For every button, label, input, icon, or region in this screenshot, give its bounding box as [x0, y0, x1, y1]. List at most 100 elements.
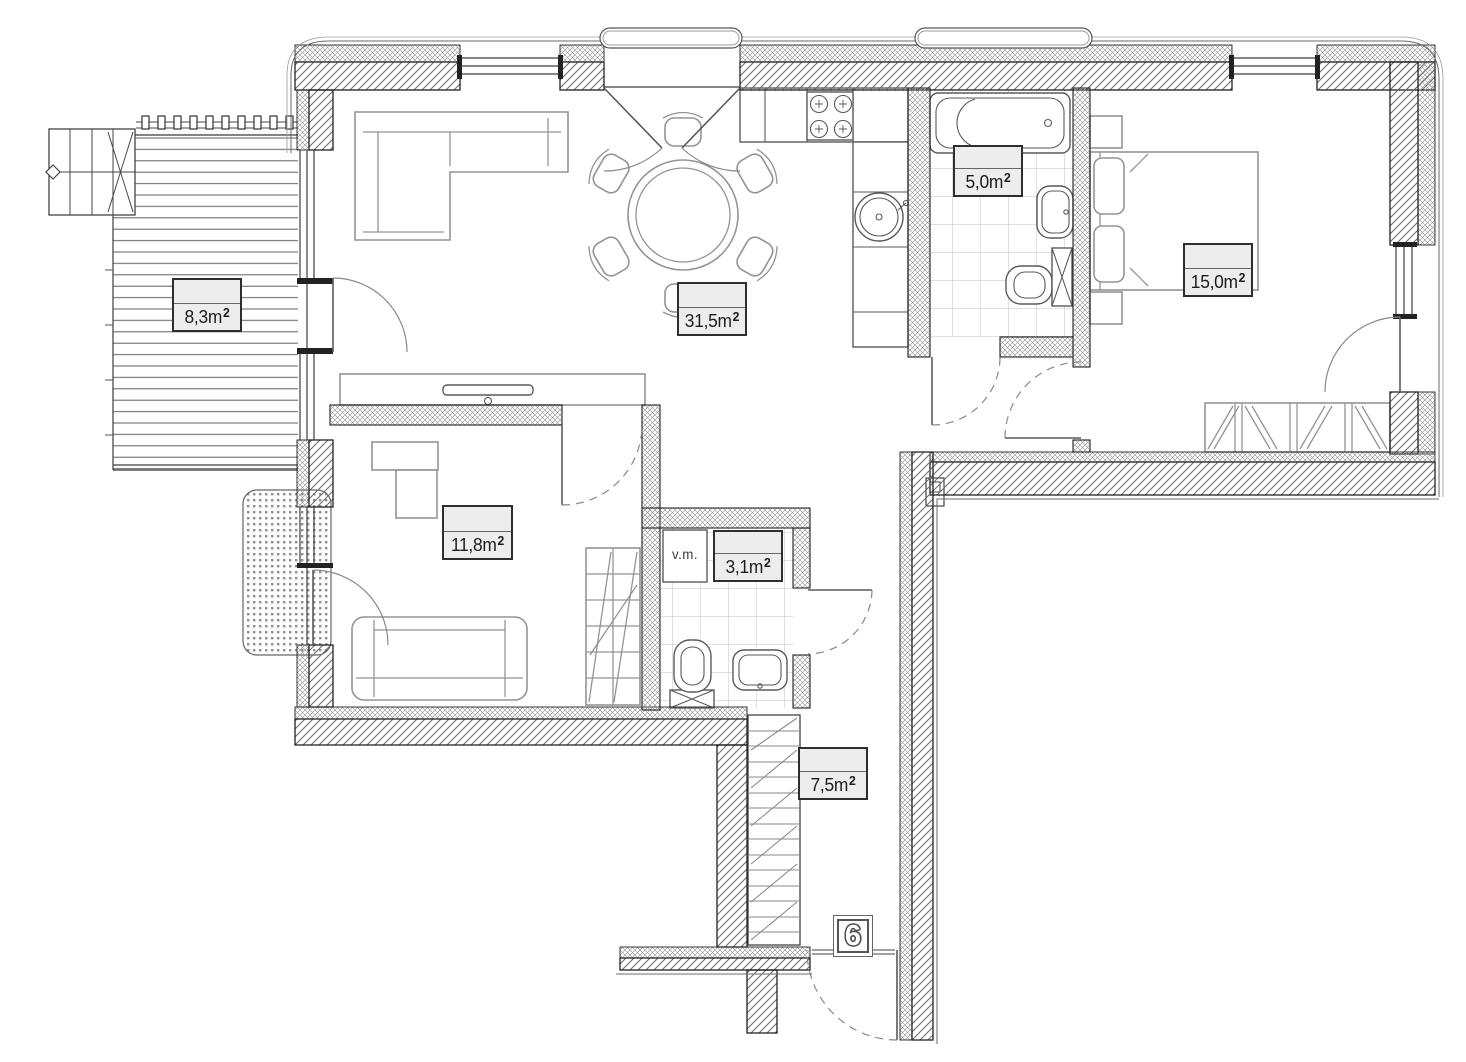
- wc-toilet: [669, 639, 715, 709]
- wardrobe-hangers: [1207, 403, 1388, 452]
- sectional-sofa: [354, 111, 569, 241]
- windows: [299, 55, 1417, 645]
- area-superscript: 2: [848, 772, 856, 788]
- desk: [371, 441, 439, 471]
- area-value: 15,0m: [1190, 271, 1238, 292]
- pillow: [1093, 157, 1125, 215]
- living-room: [339, 111, 778, 406]
- bathtub-drain: [1043, 118, 1053, 128]
- sink-tap: [897, 202, 907, 211]
- tv-sideboard: [339, 373, 646, 406]
- door-entry: [806, 949, 898, 1041]
- facade-trim: [286, 27, 1444, 1044]
- bedroom-large: [1089, 115, 1391, 453]
- window-awning: [914, 27, 1093, 49]
- wc: [662, 529, 788, 709]
- apartment-number-badge: 6: [833, 915, 873, 957]
- area-label-name-cell: [444, 507, 511, 532]
- window-mullion: [297, 348, 333, 354]
- window-mullion: [297, 563, 333, 568]
- door-bathroom: [931, 356, 1001, 426]
- bedroom-small: [351, 441, 641, 706]
- area-value: 5,0m: [965, 171, 1004, 192]
- double-bed: [1089, 151, 1259, 291]
- area-value: 31,5m: [684, 310, 732, 331]
- doors: [312, 86, 1401, 1041]
- window-left-living: [299, 150, 315, 440]
- stair-walkline-marker: [45, 164, 61, 180]
- area-label-name-cell: [679, 284, 745, 308]
- wardrobe: [1204, 402, 1391, 453]
- kitchen-counter-side: [852, 141, 909, 348]
- area-label-name-cell: [174, 280, 240, 304]
- door-balcony-living: [603, 86, 741, 172]
- stove: [806, 91, 854, 141]
- dining-chairs: [588, 111, 778, 319]
- armchair: [395, 469, 438, 519]
- area-superscript: 2: [763, 554, 771, 570]
- area-superscript: 2: [1238, 269, 1246, 285]
- door-bedroom-small: [561, 424, 643, 506]
- bathtub: [929, 92, 1071, 154]
- duct-shaft: [1051, 247, 1073, 307]
- pillow: [1093, 225, 1125, 283]
- window-mullion: [297, 278, 333, 284]
- window-awning: [599, 27, 743, 49]
- area-label-name-cell: [715, 532, 781, 554]
- window-right-bedroom: [1393, 242, 1417, 319]
- apartment-number-frame: 6: [837, 919, 869, 953]
- area-superscript: 2: [1003, 169, 1011, 185]
- window-top-bedroom: [1229, 55, 1320, 79]
- bathroom-washbasin: [1036, 185, 1074, 239]
- window-left-bedroom-small: [299, 507, 315, 645]
- door-wc: [807, 589, 873, 655]
- door-terrace-living: [332, 277, 408, 353]
- area-label-name-cell: [955, 147, 1021, 169]
- area-superscript: 2: [222, 304, 230, 320]
- kitchen: [739, 87, 910, 348]
- exterior-stairs: [45, 128, 136, 216]
- terrace: [45, 115, 332, 656]
- window-top-living: [457, 55, 563, 79]
- bathroom-toilet: [1005, 265, 1053, 305]
- area-superscript: 2: [497, 532, 505, 548]
- door-platform-bedroom-small: [312, 569, 389, 646]
- exterior-platform: [242, 489, 332, 656]
- railing-posts: [141, 115, 294, 130]
- small-sofa: [351, 616, 528, 701]
- bedroom-closet: [585, 547, 641, 706]
- kitchen-sink: [854, 192, 910, 242]
- terrace-railing: [136, 115, 298, 130]
- exterior-walls: [294, 44, 1436, 1041]
- door-bedroom-large: [1004, 361, 1082, 439]
- staircase: [747, 714, 801, 946]
- bathroom: [929, 92, 1074, 307]
- area-value: 3,1m: [725, 556, 764, 577]
- area-superscript: 2: [732, 308, 740, 324]
- wc-washbasin: [732, 649, 788, 691]
- washing-machine-label: v.m.: [671, 546, 699, 562]
- area-value: 7,5m: [810, 774, 849, 795]
- dining-table: [588, 111, 778, 319]
- nightstand: [1089, 291, 1123, 325]
- area-label-name-cell: [800, 749, 866, 772]
- tv: [442, 384, 534, 396]
- area-value: 8,3m: [184, 306, 223, 327]
- nightstand: [1089, 115, 1123, 149]
- area-value: 11,8m: [450, 534, 497, 555]
